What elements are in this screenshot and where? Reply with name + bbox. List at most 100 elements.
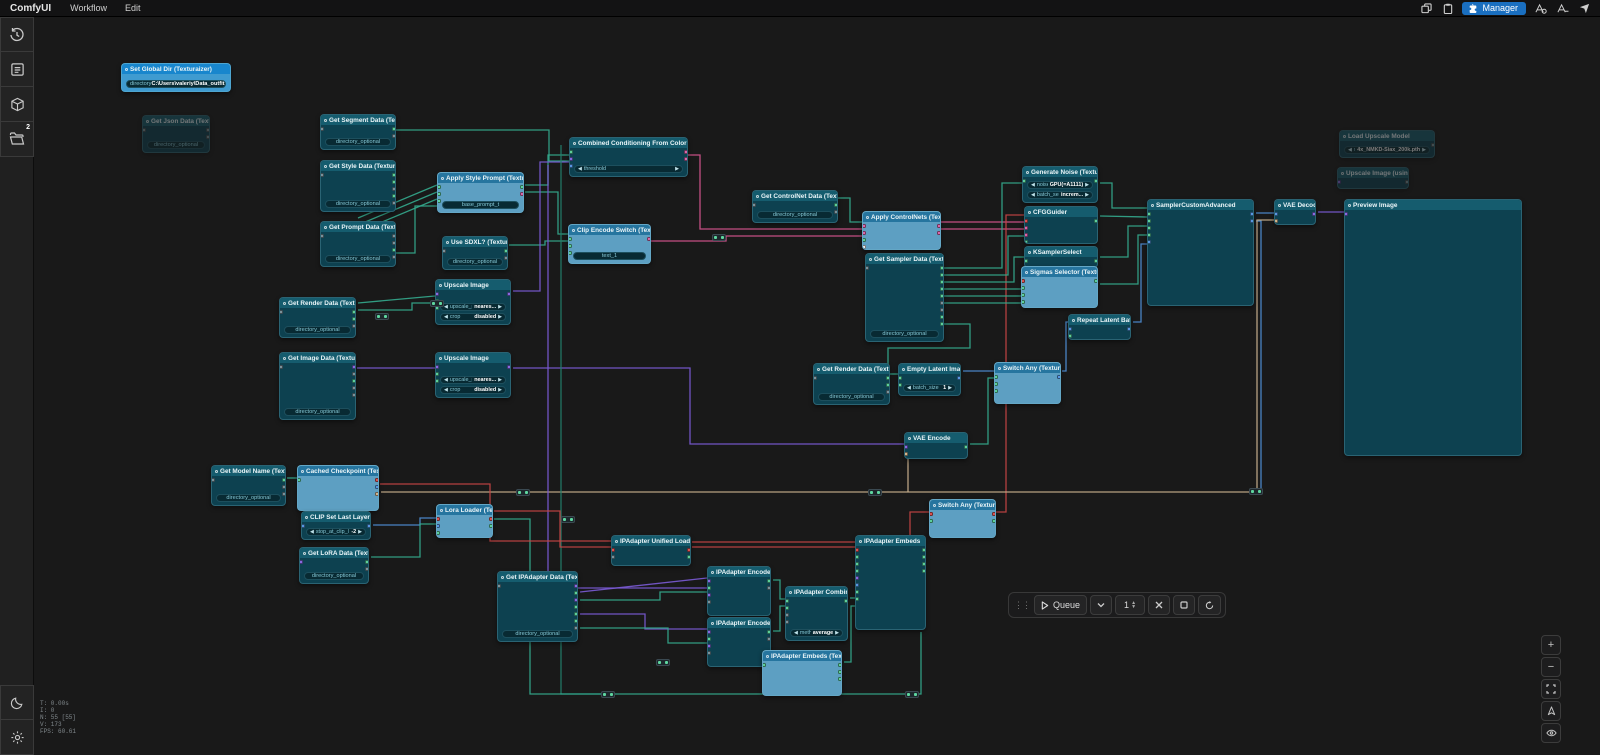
- input-port[interactable]: [569, 237, 572, 241]
- collapse-icon[interactable]: [615, 539, 618, 543]
- widget-directory_optional[interactable]: directory_optional: [325, 200, 391, 208]
- reroute-node[interactable]: [712, 234, 726, 241]
- zoom-in-button[interactable]: +: [1541, 635, 1561, 655]
- collapse-icon[interactable]: [1025, 270, 1028, 274]
- input-port[interactable]: [786, 613, 789, 617]
- node-title-bar[interactable]: Lora Loader (Texturaizer): [437, 505, 492, 515]
- input-port[interactable]: [321, 173, 324, 177]
- output-port[interactable]: [574, 598, 577, 602]
- reroute-node[interactable]: [1249, 488, 1263, 495]
- output-port[interactable]: [282, 492, 285, 496]
- collapse-icon[interactable]: [766, 654, 769, 658]
- output-port[interactable]: [352, 379, 355, 383]
- input-port[interactable]: [498, 584, 501, 588]
- node-repeat-latent-batch[interactable]: Repeat Latent Batch: [1068, 314, 1131, 340]
- fit-view-button[interactable]: [1541, 679, 1561, 699]
- node-title-bar[interactable]: Get Json Data (Texturaizer): [143, 116, 209, 126]
- output-port[interactable]: [352, 365, 355, 369]
- input-port[interactable]: [1025, 219, 1028, 223]
- output-port[interactable]: [838, 670, 841, 674]
- collapse-icon[interactable]: [283, 356, 286, 360]
- reroute-node[interactable]: [375, 313, 389, 320]
- input-port[interactable]: [995, 375, 998, 379]
- input-port[interactable]: [1025, 233, 1028, 237]
- collapse-icon[interactable]: [933, 503, 936, 507]
- input-port[interactable]: [280, 310, 283, 314]
- clear-queue-button[interactable]: [1148, 595, 1171, 615]
- node-upscale-image-1[interactable]: Upscale Image◀upscale_methodneares...▶◀c…: [435, 279, 511, 325]
- output-port[interactable]: [1057, 375, 1060, 379]
- widget-directory_optional[interactable]: directory_optional: [284, 408, 351, 416]
- output-port[interactable]: [352, 310, 355, 314]
- collapse-icon[interactable]: [859, 539, 862, 543]
- node-switch-any-2[interactable]: Switch Any (Texturaizer): [929, 499, 996, 538]
- output-port[interactable]: [392, 234, 395, 238]
- collapse-icon[interactable]: [573, 141, 576, 145]
- stop-button[interactable]: [1173, 595, 1196, 615]
- input-port[interactable]: [1148, 240, 1151, 244]
- reroute-node[interactable]: [516, 489, 530, 496]
- output-port[interactable]: [282, 478, 285, 482]
- input-port[interactable]: [280, 365, 283, 369]
- input-port[interactable]: [212, 478, 215, 482]
- input-port[interactable]: [436, 365, 439, 369]
- collapse-icon[interactable]: [1072, 318, 1075, 322]
- node-title-bar[interactable]: Clip Encode Switch (Texturaizer): [569, 225, 650, 235]
- output-port[interactable]: [940, 294, 943, 298]
- output-port[interactable]: [392, 248, 395, 252]
- collapse-icon[interactable]: [125, 67, 128, 71]
- node-ipadapter-unified-loader[interactable]: IPAdapter Unified Loader: [611, 535, 691, 566]
- input-port[interactable]: [1022, 300, 1025, 304]
- input-port[interactable]: [708, 579, 711, 583]
- output-port[interactable]: [1094, 279, 1097, 283]
- output-port[interactable]: [940, 280, 943, 284]
- node-title-bar[interactable]: Empty Latent Image: [899, 364, 960, 374]
- output-port[interactable]: [375, 492, 378, 496]
- reroute-node[interactable]: [561, 516, 575, 523]
- node-generate-noise[interactable]: Generate Noise (Texturaizer)◀noise_modeG…: [1022, 166, 1098, 203]
- collapse-icon[interactable]: [324, 225, 327, 229]
- output-port[interactable]: [392, 134, 395, 138]
- output-port[interactable]: [352, 386, 355, 390]
- node-title-bar[interactable]: Get Render Data (Texturaizer): [814, 364, 889, 374]
- toggle-visibility-button[interactable]: [1541, 723, 1561, 743]
- output-port[interactable]: [687, 548, 690, 552]
- collapse-icon[interactable]: [283, 301, 286, 305]
- input-port[interactable]: [708, 593, 711, 597]
- input-port[interactable]: [1022, 293, 1025, 297]
- node-ipadapter-encoder-1[interactable]: IPAdapter Encoder 1: [707, 566, 771, 616]
- widget-directory_optional[interactable]: directory_optional: [284, 326, 351, 334]
- input-port[interactable]: [856, 590, 859, 594]
- node-use-sdxl[interactable]: Use SDXL? (Texturaizer)directory_optiona…: [442, 236, 508, 270]
- collapse-icon[interactable]: [324, 164, 327, 168]
- input-port[interactable]: [612, 548, 615, 552]
- reroute-node[interactable]: [868, 489, 882, 496]
- output-port[interactable]: [392, 173, 395, 177]
- output-port[interactable]: [844, 599, 847, 603]
- input-port[interactable]: [438, 185, 441, 189]
- output-port[interactable]: [834, 210, 837, 214]
- collapse-icon[interactable]: [1341, 171, 1344, 175]
- output-port[interactable]: [1250, 219, 1253, 223]
- input-port[interactable]: [436, 379, 439, 383]
- input-port[interactable]: [899, 383, 902, 387]
- output-port[interactable]: [574, 612, 577, 616]
- node-ksamplerselect[interactable]: KSamplerSelect: [1024, 246, 1098, 268]
- input-port[interactable]: [1148, 226, 1151, 230]
- collapse-icon[interactable]: [866, 215, 869, 219]
- widget-directory_optional[interactable]: directory_optional: [325, 138, 391, 146]
- node-ipadapter-embeds-light[interactable]: IPAdapter Embeds (Texturaizer): [762, 650, 842, 696]
- reroute-node[interactable]: [656, 659, 670, 666]
- input-port[interactable]: [786, 599, 789, 603]
- output-port[interactable]: [574, 619, 577, 623]
- input-port[interactable]: [856, 583, 859, 587]
- node-title-bar[interactable]: IPAdapter Encoder 1: [708, 567, 770, 577]
- output-port[interactable]: [886, 390, 889, 394]
- input-port[interactable]: [321, 234, 324, 238]
- output-port[interactable]: [992, 512, 995, 516]
- collapse-icon[interactable]: [817, 367, 820, 371]
